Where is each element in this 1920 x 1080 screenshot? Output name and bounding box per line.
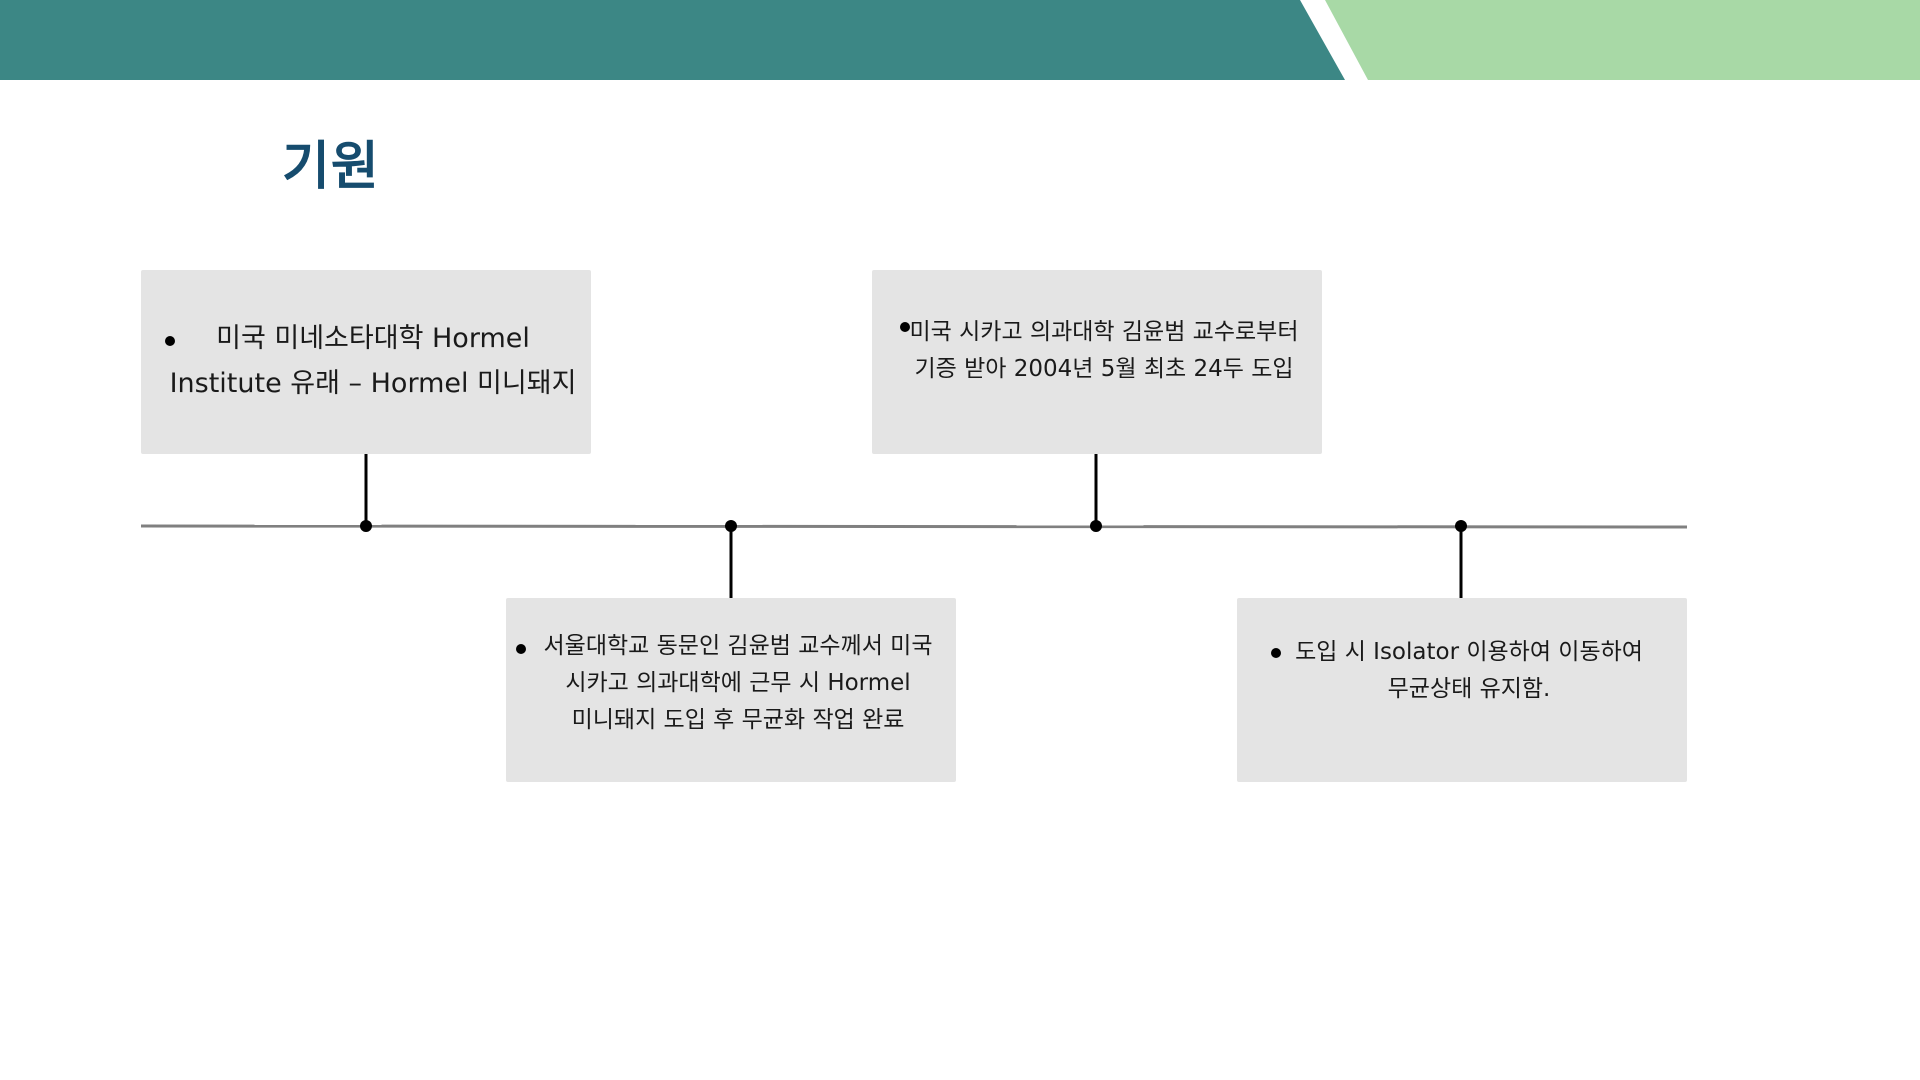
bullet-icon [165,336,175,346]
bullet-icon [1271,648,1281,658]
timeline-event-4: 도입 시 Isolator 이용하여 이동하여 무균상태 유지함. [1237,598,1687,782]
event-text: 미국 미네소타대학 Hormel Institute 유래 – Hormel 미… [169,323,577,399]
bullet-icon [900,322,910,332]
timeline-event-3: 미국 시카고 의과대학 김윤범 교수로부터 기증 받아 2004년 5월 최초 … [872,270,1322,454]
event-text: 미국 시카고 의과대학 김윤범 교수로부터 기증 받아 2004년 5월 최초 … [909,319,1299,382]
banner-green-band [1325,0,1920,80]
page-title: 기원 [282,137,380,197]
bullet-icon [516,644,526,654]
event-text: 도입 시 Isolator 이용하여 이동하여 무균상태 유지함. [1295,639,1643,702]
timeline-node-2 [725,520,737,532]
timeline-node-3 [1090,520,1102,532]
timeline-event-2: 서울대학교 동문인 김윤범 교수께서 미국 시카고 의과대학에 근무 시 Hor… [506,598,956,782]
banner-teal-band [0,0,1345,80]
event-text: 서울대학교 동문인 김윤범 교수께서 미국 시카고 의과대학에 근무 시 Hor… [543,633,933,733]
timeline-node-1 [360,520,372,532]
timeline-event-1: 미국 미네소타대학 Hormel Institute 유래 – Hormel 미… [141,270,591,454]
timeline-node-4 [1455,520,1467,532]
timeline-axis [140,524,1688,529]
top-banner [0,0,1920,80]
